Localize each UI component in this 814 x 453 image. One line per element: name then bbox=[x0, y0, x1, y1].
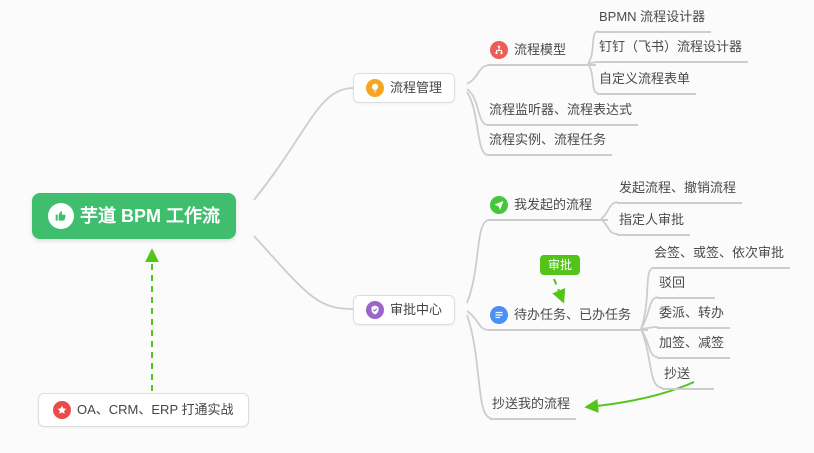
node-add-remove-sign[interactable]: 加签、减签 bbox=[657, 334, 731, 359]
node-label: 流程模型 bbox=[514, 42, 567, 57]
task-list-icon bbox=[490, 306, 508, 324]
node-label: 我发起的流程 bbox=[514, 197, 593, 212]
node-label: 发起流程、撤销流程 bbox=[619, 180, 737, 195]
node-reject[interactable]: 驳回 bbox=[657, 274, 715, 299]
gray-connectors bbox=[253, 30, 664, 419]
node-label: BPMN 流程设计器 bbox=[599, 9, 706, 24]
approval-badge-icon bbox=[366, 301, 384, 319]
node-listener-expression[interactable]: 流程监听器、流程表达式 bbox=[487, 101, 639, 126]
send-icon bbox=[490, 196, 508, 214]
node-cc-my-flows[interactable]: 抄送我的流程 bbox=[490, 395, 577, 420]
root-node[interactable]: 芋道 BPM 工作流 bbox=[32, 193, 237, 239]
node-instance-task[interactable]: 流程实例、流程任务 bbox=[487, 131, 613, 156]
node-label: 委派、转办 bbox=[659, 305, 725, 320]
node-label: 加签、减签 bbox=[659, 335, 725, 350]
node-cc[interactable]: 抄送 bbox=[662, 365, 714, 390]
floating-node-label: OA、CRM、ERP 打通实战 bbox=[77, 402, 234, 417]
node-bpmn-designer[interactable]: BPMN 流程设计器 bbox=[597, 8, 712, 33]
node-label: 指定人审批 bbox=[619, 212, 685, 227]
node-label: 自定义流程表单 bbox=[599, 71, 691, 86]
edge-label-approve: 审批 bbox=[540, 255, 581, 275]
floating-node-oa-crm-erp[interactable]: OA、CRM、ERP 打通实战 bbox=[38, 393, 249, 427]
flow-model-icon bbox=[490, 41, 508, 59]
node-label: 流程实例、流程任务 bbox=[489, 132, 607, 147]
node-label: 抄送 bbox=[664, 366, 691, 381]
green-arrows bbox=[145, 248, 695, 413]
node-label: 待办任务、已办任务 bbox=[514, 307, 632, 322]
node-label: 会签、或签、依次审批 bbox=[654, 245, 785, 260]
arrow-approve-to-todo bbox=[552, 278, 566, 304]
node-countersign[interactable]: 会签、或签、依次审批 bbox=[652, 244, 791, 269]
arrow-cc-to-cc-my-flow bbox=[584, 381, 695, 413]
node-todo-done-tasks[interactable]: 待办任务、已办任务 bbox=[488, 306, 648, 331]
thumbs-up-icon bbox=[48, 203, 74, 229]
root-node-label: 芋道 BPM 工作流 bbox=[80, 206, 221, 226]
node-dingtalk-designer[interactable]: 钉钉（飞书）流程设计器 bbox=[597, 38, 749, 63]
node-label: 钉钉（飞书）流程设计器 bbox=[599, 39, 743, 54]
node-label: 流程监听器、流程表达式 bbox=[489, 102, 633, 117]
branch-label: 审批中心 bbox=[390, 302, 443, 317]
lightbulb-icon bbox=[366, 79, 384, 97]
node-start-cancel-flow[interactable]: 发起流程、撤销流程 bbox=[617, 179, 743, 204]
branch-node-approval-center[interactable]: 审批中心 bbox=[353, 295, 456, 325]
node-label: 驳回 bbox=[659, 275, 686, 290]
branch-label: 流程管理 bbox=[390, 80, 443, 95]
node-delegate-transfer[interactable]: 委派、转办 bbox=[657, 304, 731, 329]
node-assignee-approval[interactable]: 指定人审批 bbox=[617, 211, 691, 236]
star-icon bbox=[53, 401, 71, 419]
node-my-initiated-flows[interactable]: 我发起的流程 bbox=[488, 196, 608, 221]
branch-node-process-management[interactable]: 流程管理 bbox=[353, 73, 456, 103]
node-flow-model[interactable]: 流程模型 bbox=[488, 41, 596, 66]
node-label: 抄送我的流程 bbox=[492, 396, 571, 411]
node-custom-form[interactable]: 自定义流程表单 bbox=[597, 70, 697, 95]
